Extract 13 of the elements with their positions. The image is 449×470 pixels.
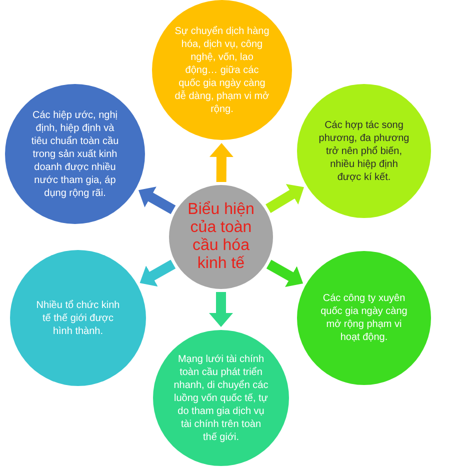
center-title: Biểu hiện của toàn cầu hóa kinh tế (186, 201, 256, 273)
arrow (266, 260, 304, 288)
node-text: Các hợp tác song phương, đa phương trở nên phổ biến, nhiều hiệp định được kí kết. (318, 118, 410, 184)
node-text: Mạng lưới tài chính toàn cầu phát triển nhanh, di chuyển các luồng vốn quốc tế, tự do tham gia dịch vụ tài chính trên toàn thế giới. (174, 352, 268, 444)
arrow (209, 292, 233, 327)
arrow (266, 184, 304, 213)
arrow (140, 260, 176, 287)
arrow (209, 143, 234, 182)
node-text: Các hiệp ước, nghị định, hiệp định và tiêu chuẩn toàn cầu trong sản xuất kinh doanh được nhiều nước tham gia, áp dụng rộng rãi. (30, 108, 120, 200)
arrow (138, 186, 176, 214)
node-text: Sự chuyển dịch hàng hóa, dịch vụ, công nghệ, vốn, lao động… giữa các quốc gia ngày càng dễ dàng, phạm vi mở rộng. (174, 24, 270, 116)
node-text: Các công ty xuyên quốc gia ngày càng mở rộng phạm vi hoạt động. (320, 292, 408, 344)
node-text: Nhiều tổ chức kinh tế thế giới được hình thành. (35, 298, 121, 338)
